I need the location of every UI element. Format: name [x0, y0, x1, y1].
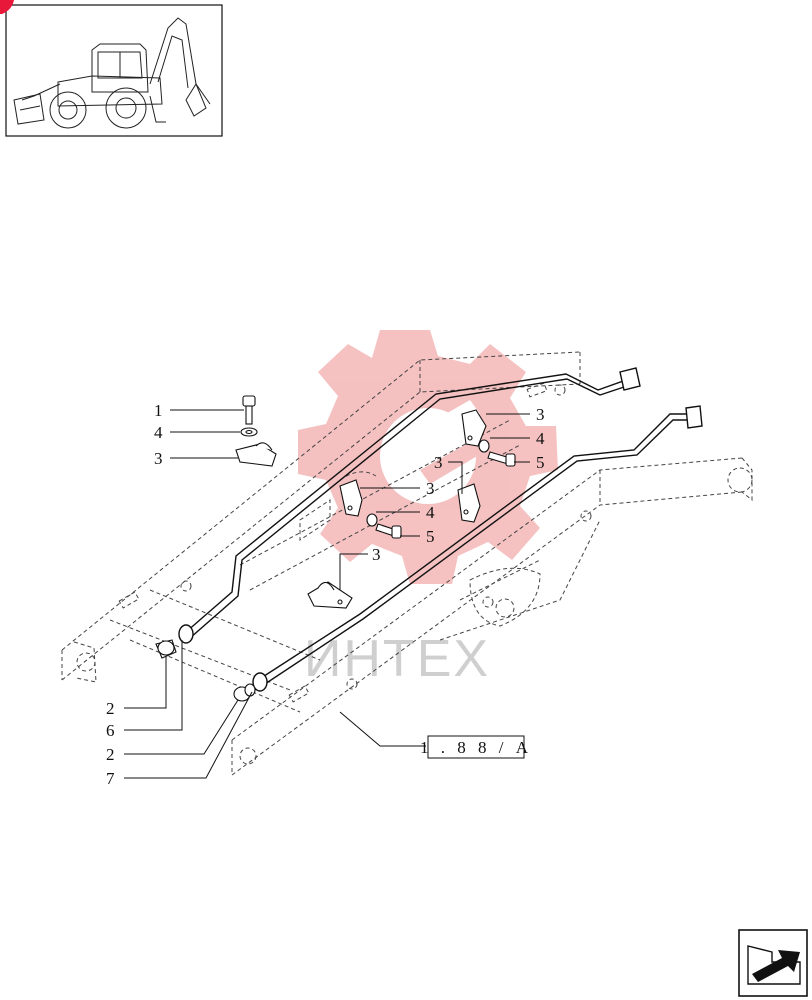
leader-lines — [124, 409, 530, 779]
plug-right[interactable] — [233, 683, 256, 702]
callout-5: 5 — [426, 527, 435, 546]
next-page-arrow-icon[interactable] — [738, 929, 808, 997]
loader-frame-phantom — [61, 351, 753, 776]
callout-4: 4 — [426, 503, 435, 522]
callout-3: 3 — [372, 545, 381, 564]
reference-box[interactable]: 1.88/A — [420, 735, 529, 759]
pipe-clamp-lower[interactable] — [307, 581, 353, 609]
callout-3: 3 — [434, 453, 443, 472]
bolt-part[interactable] — [242, 395, 256, 425]
callout-2: 2 — [106, 745, 115, 764]
backhoe-loader-thumbnail[interactable] — [0, 0, 223, 137]
callout-3: 3 — [536, 405, 545, 424]
washer-right[interactable] — [478, 439, 490, 453]
callout-7: 7 — [106, 769, 115, 788]
callout-5: 5 — [536, 453, 545, 472]
plug-left[interactable] — [155, 639, 177, 659]
pipe-clamp-center[interactable] — [339, 479, 363, 517]
callout-4: 4 — [154, 423, 163, 442]
callout-2: 2 — [106, 699, 115, 718]
callout-6: 6 — [106, 721, 115, 740]
callout-3: 3 — [154, 449, 163, 468]
hydraulic-pipe-left[interactable] — [178, 367, 641, 644]
callout-1: 1 — [154, 401, 163, 420]
washer-part[interactable] — [240, 427, 258, 437]
pipe-clamp-top-right[interactable] — [461, 409, 487, 447]
watermark-text: ИНТЕХ — [304, 630, 490, 688]
corner-mark-icon — [0, 0, 14, 14]
callout-4: 4 — [536, 429, 545, 448]
washer-center[interactable] — [366, 513, 378, 527]
callout-labels: 1 4 3 3 4 5 3 3 4 5 3 2 6 2 7 — [106, 401, 545, 788]
pipe-clamp-center-right[interactable] — [457, 483, 481, 523]
hydraulic-pipe-right[interactable] — [252, 405, 703, 692]
bolt-right[interactable] — [487, 451, 516, 467]
pipe-clamp-upper-left[interactable] — [235, 442, 277, 467]
bolt-center[interactable] — [375, 523, 402, 539]
callout-3: 3 — [426, 479, 435, 498]
